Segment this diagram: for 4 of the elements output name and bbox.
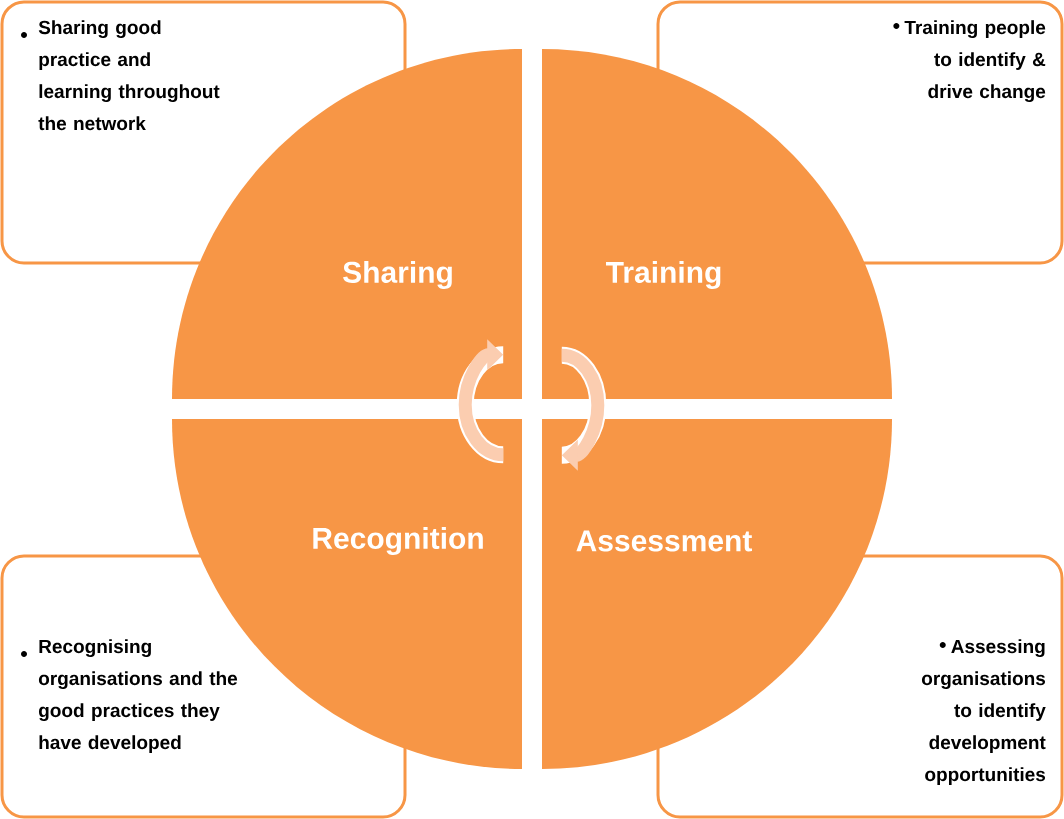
quadrant-segment: Assessment [542, 419, 892, 769]
curved-arrow [561, 346, 607, 471]
curved-arrow [456, 339, 504, 464]
quadrant-segment: Training [542, 49, 892, 399]
